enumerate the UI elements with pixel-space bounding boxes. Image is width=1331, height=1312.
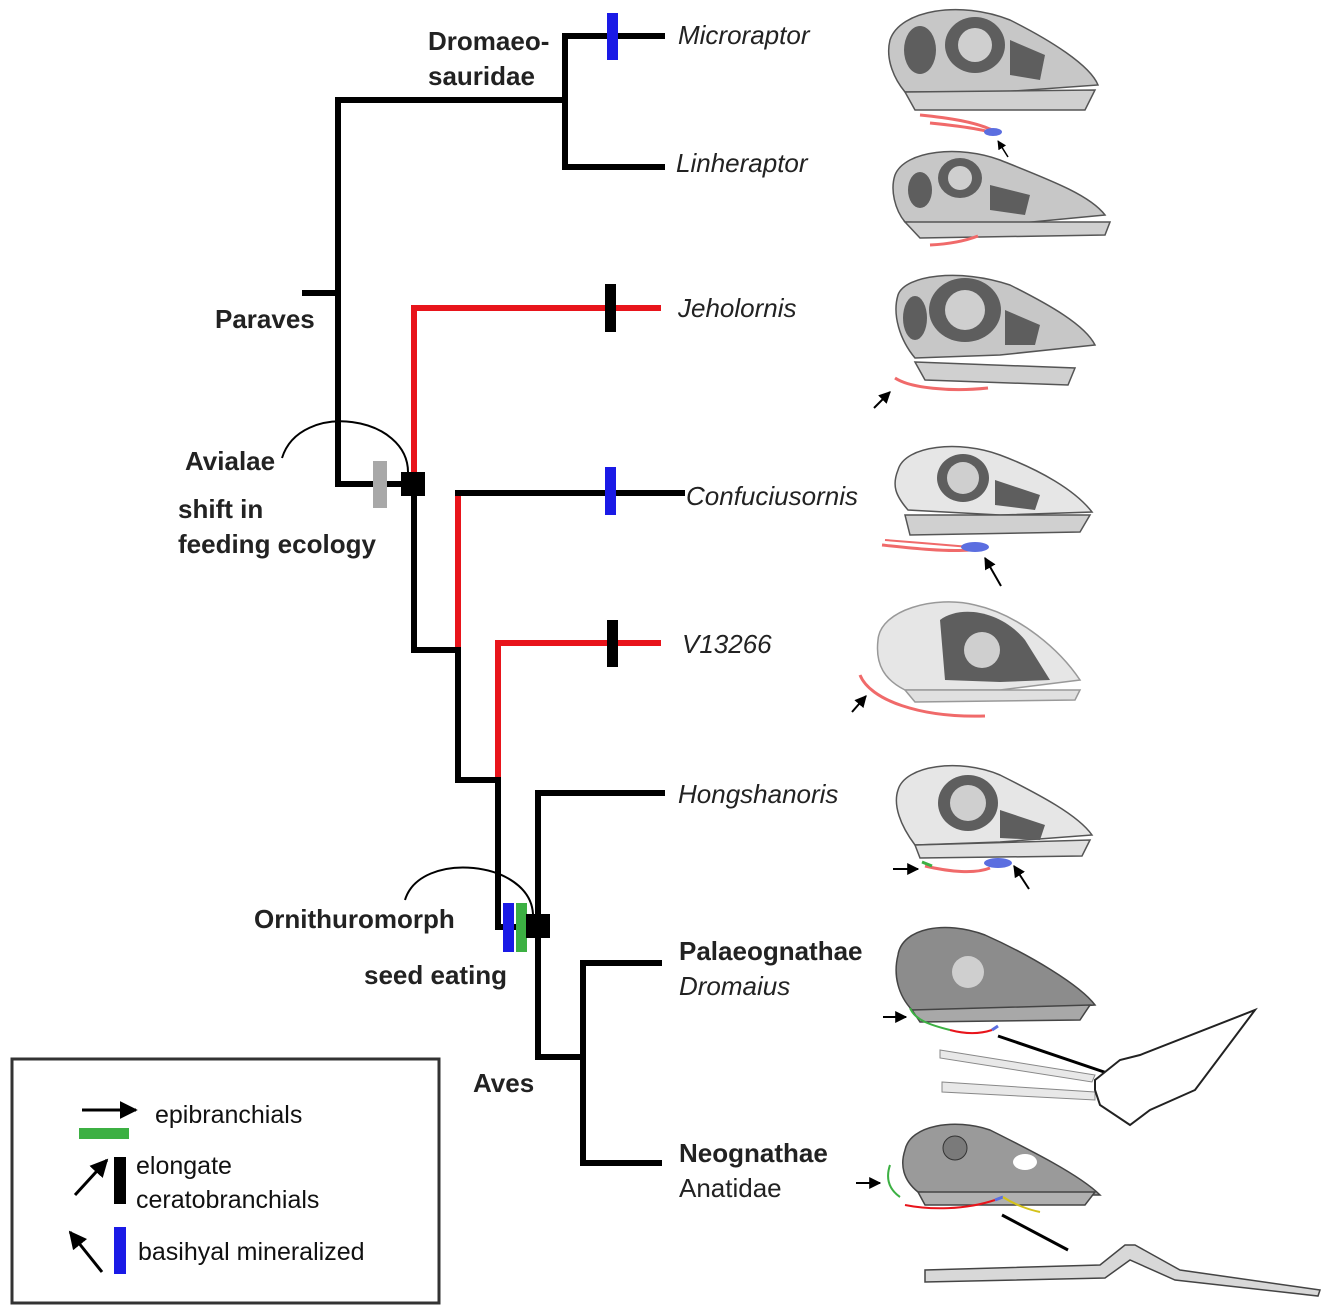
skull-hongshanoris	[893, 766, 1092, 889]
legend-epibranchials: epibranchials	[155, 1101, 302, 1129]
taxon-confuciusornis: Confuciusornis	[686, 481, 858, 511]
skull-jeholornis	[874, 275, 1095, 408]
taxon-anatidae: Anatidae	[679, 1173, 782, 1203]
dromaeosauridae-label-2: sauridae	[428, 61, 535, 91]
shift-marker-avialae	[373, 461, 387, 508]
elongate-marker-jeholornis	[605, 284, 616, 332]
paraves-label: Paraves	[215, 304, 315, 334]
legend-epibranchial-swatch	[79, 1128, 129, 1139]
taxon-labels: Microraptor Linheraptor Jeholornis Confu…	[676, 20, 863, 1203]
taxon-dromaius: Dromaius	[679, 971, 790, 1001]
avialae-label: Avialae	[185, 446, 275, 476]
dromaeosauridae-label-1: Dromaeo-	[428, 26, 549, 56]
aves-label: Aves	[473, 1068, 534, 1098]
node-avialae	[401, 472, 425, 496]
shift-label-2: feeding ecology	[178, 529, 376, 559]
elongate-marker-v13266	[607, 620, 618, 667]
node-ornithuromorph	[526, 914, 550, 938]
skull-confuciusornis	[882, 447, 1092, 586]
clade-labels: Dromaeo- sauridae Paraves Avialae shift …	[178, 26, 549, 1098]
skull-microraptor	[889, 10, 1098, 157]
basihyal-marker-confuciusornis	[605, 467, 616, 515]
basihyal-marker-microraptor	[607, 13, 618, 60]
shift-label-1: shift in	[178, 494, 263, 524]
taxon-hongshanoris: Hongshanoris	[678, 779, 838, 809]
taxon-palaeognathae: Palaeognathae	[679, 936, 863, 966]
ornithuromorph-label: Ornithuromorph	[254, 904, 455, 934]
taxon-linheraptor: Linheraptor	[676, 148, 809, 178]
skull-dromaius	[883, 928, 1255, 1125]
legend-elongate-2: ceratobranchials	[136, 1186, 319, 1214]
taxon-v13266: V13266	[682, 629, 772, 659]
legend-elongate-swatch	[114, 1157, 126, 1204]
epibranchial-marker-ornithuromorph	[516, 903, 527, 952]
tree-branches	[305, 36, 682, 1163]
taxon-jeholornis: Jeholornis	[677, 293, 797, 323]
legend: epibranchials elongate ceratobranchials …	[12, 1059, 439, 1303]
skull-anatidae	[856, 1124, 1320, 1296]
taxon-neognathae: Neognathae	[679, 1138, 828, 1168]
basihyal-marker-ornithuromorph	[503, 903, 514, 952]
legend-elongate-1: elongate	[136, 1152, 232, 1180]
seed-eating-label: seed eating	[364, 960, 507, 990]
legend-basihyal: basihyal mineralized	[138, 1238, 365, 1266]
legend-frame	[12, 1059, 439, 1303]
avialae-node-arc	[282, 421, 408, 474]
skull-linheraptor	[893, 152, 1110, 245]
legend-basihyal-swatch	[114, 1227, 126, 1274]
taxon-microraptor: Microraptor	[678, 20, 811, 50]
skull-v13266	[852, 602, 1080, 716]
